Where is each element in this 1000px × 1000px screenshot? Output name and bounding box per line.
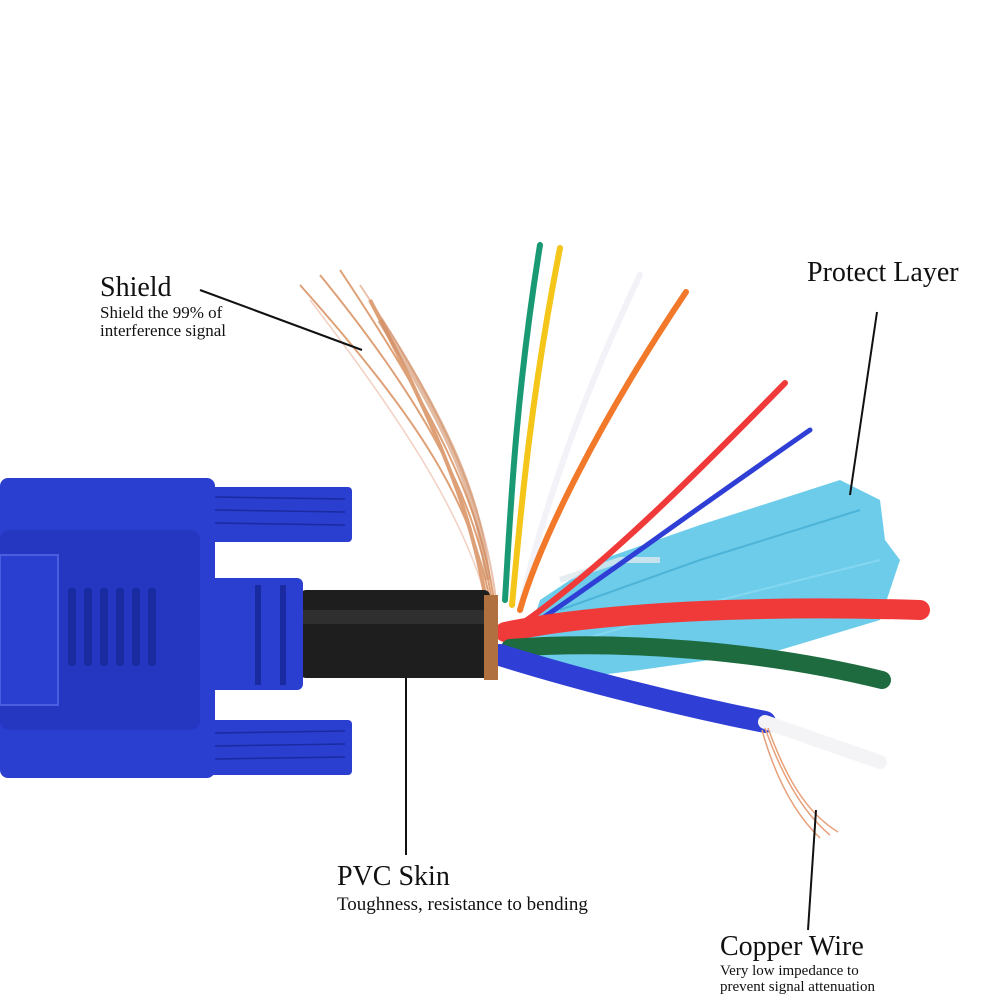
pvc-skin-desc: Toughness, resistance to bending (337, 893, 588, 915)
shield-desc-line1: Shield the 99% of (100, 302, 223, 322)
shield-braid (299, 269, 497, 606)
copper-wire-title: Copper Wire (720, 931, 864, 962)
protect-layer-title: Protect Layer (807, 257, 959, 288)
leader-lines (199, 289, 878, 931)
pvc-skin-title: PVC Skin (337, 861, 450, 892)
shield-label: Shield Shield the 99% of interference si… (100, 272, 227, 341)
shield-desc-line2: interference signal (100, 321, 227, 341)
copper-wire-desc-line1: Very low impedance to (720, 962, 859, 979)
copper-wire-strands (761, 727, 839, 839)
shield-title: Shield (100, 272, 172, 303)
protect-layer-foil (520, 480, 900, 680)
pvc-jacket (300, 590, 498, 680)
pvc-skin-label: PVC Skin Toughness, resistance to bendin… (337, 861, 588, 916)
thick-rgb-wires (489, 598, 930, 769)
copper-wire-label: Copper Wire Very low impedance to preven… (720, 931, 875, 996)
thin-signal-wires (502, 242, 813, 633)
copper-wire-desc-line2: prevent signal attenuation (720, 979, 875, 996)
protect-layer-label: Protect Layer (807, 257, 959, 289)
vga-connector (0, 478, 352, 778)
